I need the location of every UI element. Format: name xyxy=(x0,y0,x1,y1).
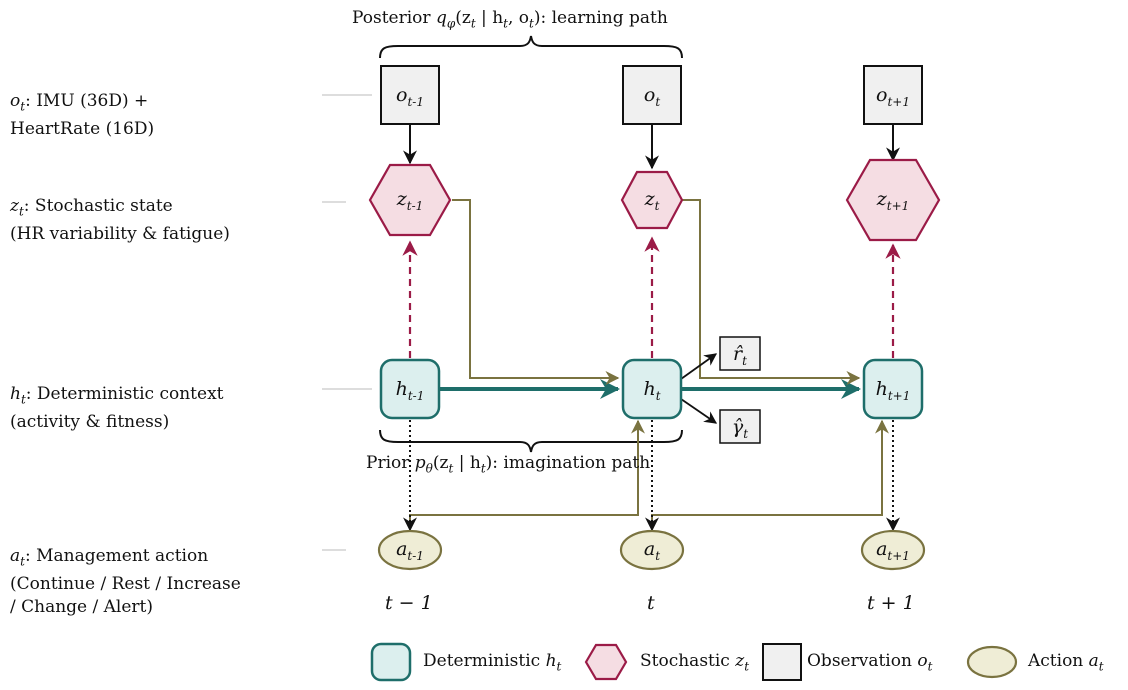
posterior-caption: Posterior qφ(zt | ht, ot): learning path xyxy=(352,8,668,31)
label-z-cur: zt xyxy=(644,188,660,213)
row-guide-lines xyxy=(322,94,372,551)
legend-action-swatch xyxy=(966,645,1018,679)
label-a-prev: at-1 xyxy=(396,538,424,563)
action-node-t-1 xyxy=(377,529,443,571)
gamma-node xyxy=(719,409,761,444)
label-a-cur: at xyxy=(644,538,660,563)
time-label-t+1: t + 1 xyxy=(867,592,915,614)
stochastic-node-t xyxy=(620,170,684,230)
legend-action-label: Action at xyxy=(1028,651,1104,674)
row-label-stochastic: zt: Stochastic state (HR variability & f… xyxy=(10,196,230,245)
arrow-z-cur-to-h-next xyxy=(682,199,861,385)
stochastic-node-t-1 xyxy=(368,163,452,237)
posterior-brace xyxy=(379,35,683,59)
row-label-action: at: Management action (Continue / Rest /… xyxy=(10,546,241,618)
action-node-t+1 xyxy=(860,529,926,571)
action-node-t xyxy=(619,529,685,571)
legend-stochastic-swatch xyxy=(584,643,628,681)
legend-deterministic-label: Deterministic ht xyxy=(423,651,562,674)
arrow-a-prev-to-h-cur xyxy=(409,419,645,532)
legend-observation-swatch xyxy=(762,643,802,681)
legend-deterministic-swatch xyxy=(370,642,412,682)
arrow-z-prev-to-h-cur xyxy=(452,199,620,385)
prior-brace xyxy=(379,429,683,453)
stochastic-node-t+1 xyxy=(845,158,941,242)
legend-observation-label: Observation ot xyxy=(807,651,933,674)
label-h-next: ht+1 xyxy=(876,378,911,403)
label-a-next: at+1 xyxy=(876,538,910,563)
label-o-cur: ot xyxy=(644,84,660,109)
label-gamma: γ̂t xyxy=(732,416,748,441)
reward-node xyxy=(719,336,761,371)
legend-stochastic-label: Stochastic zt xyxy=(640,651,750,674)
row-label-observation: ot: IMU (36D) + HeartRate (16D) xyxy=(10,91,155,140)
label-o-prev: ot-1 xyxy=(396,84,424,109)
deterministic-node-t+1 xyxy=(862,358,924,420)
label-o-next: ot+1 xyxy=(876,84,910,109)
time-label-t-1: t − 1 xyxy=(385,592,433,614)
label-z-next: zt+1 xyxy=(876,188,910,213)
time-label-t: t xyxy=(647,592,655,614)
deterministic-node-t xyxy=(621,358,683,420)
row-label-deterministic: ht: Deterministic context (activity & fi… xyxy=(10,384,224,433)
observation-node-t xyxy=(622,65,682,125)
arrow-a-cur-to-h-next xyxy=(651,419,889,532)
label-h-cur: ht xyxy=(643,378,660,403)
deterministic-node-t-1 xyxy=(379,358,441,420)
arrow-h-to-reward xyxy=(680,353,718,380)
label-h-prev: ht-1 xyxy=(396,378,425,403)
observation-node-t-1 xyxy=(380,65,440,125)
observation-node-t+1 xyxy=(863,65,923,125)
arrow-h-to-gamma xyxy=(680,398,718,424)
prior-caption: Prior pθ(zt | ht): imagination path xyxy=(366,453,651,476)
label-z-prev: zt-1 xyxy=(396,188,424,213)
label-reward: r̂t xyxy=(733,343,747,368)
node-labels: ot-1 ot ot+1 zt-1 zt zt+1 ht-1 ht ht+1 r… xyxy=(396,84,911,563)
